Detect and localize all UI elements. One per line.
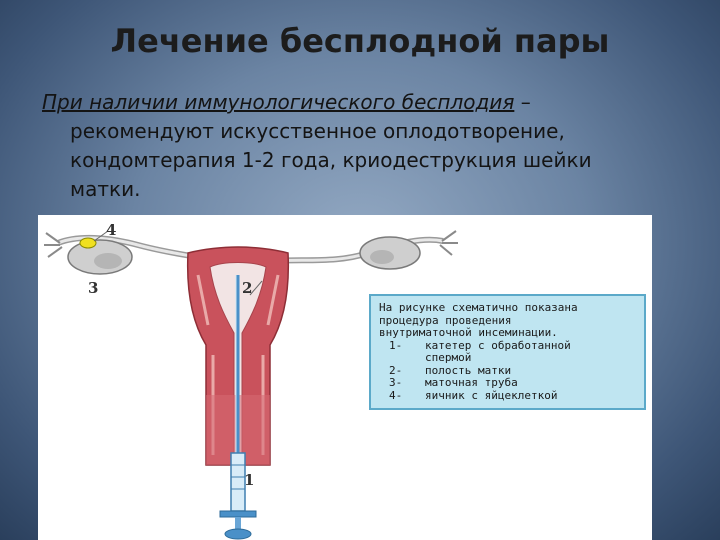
syringe-flange (219, 510, 257, 518)
body-line-4: матки. (70, 177, 141, 201)
body-text: При наличии иммунологического бесплодия … (42, 88, 682, 204)
label-2: 2 (242, 279, 253, 297)
caption-line-2: процедура проведения (379, 313, 512, 327)
label-1: 1 (244, 471, 255, 489)
caption-item: 3- маточная труба (389, 376, 518, 389)
label-3: 3 (88, 279, 99, 297)
egg-cell (79, 237, 97, 249)
body-line-2: рекомендуют искусственное оплодотворение… (70, 119, 565, 143)
label-4: 4 (106, 221, 117, 239)
insemination-figure: 4 3 2 1 На рисунке схематично показана п… (38, 215, 652, 540)
caption-item: спермой (425, 351, 472, 364)
intro-dash: – (514, 90, 531, 114)
body-line-3: кондомтерапия 1-2 года, криодеструкция ш… (70, 148, 592, 172)
caption-line-3: внутриматочной инсеминации. (379, 326, 558, 339)
intro-emphasis: При наличии иммунологического бесплодия (42, 90, 515, 114)
uterus-diagram (44, 230, 458, 540)
caption-line-1: На рисунке схематично показана (379, 301, 578, 314)
caption-item: 1- катетер с обработанной (389, 338, 571, 352)
syringe-plunger (235, 517, 241, 531)
caption-box: На рисунке схематично показана процедура… (369, 294, 646, 410)
caption-item: 4- яичник с яйцеклеткой (389, 388, 558, 402)
caption-item: 2- полость матки (389, 363, 512, 377)
slide-title: Лечение бесплодной пары (110, 22, 610, 60)
syringe-barrel (230, 452, 246, 512)
